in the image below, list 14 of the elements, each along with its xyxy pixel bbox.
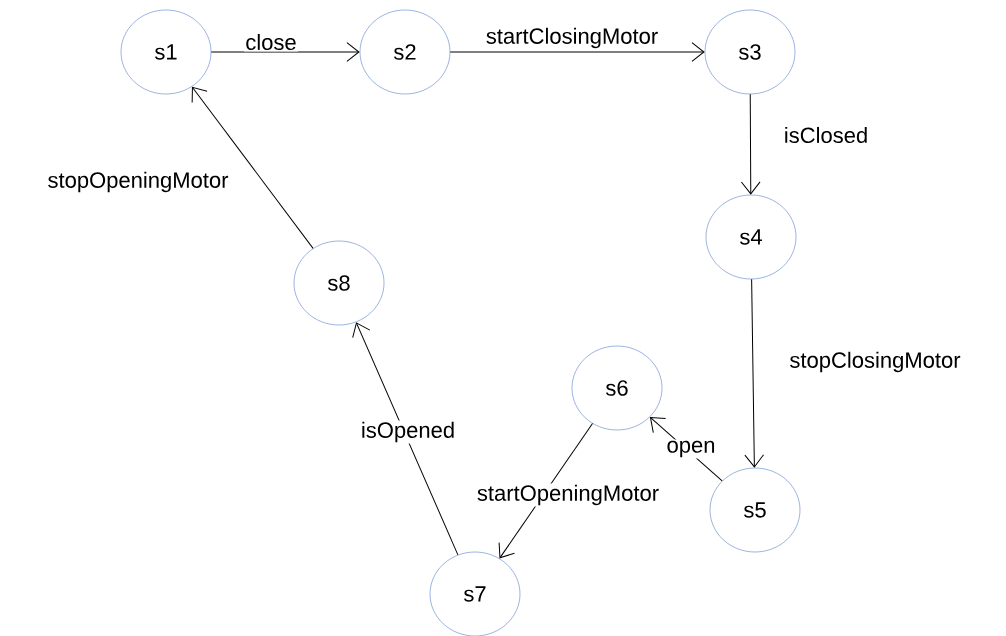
edge-label: close [244, 32, 298, 52]
arrow [744, 278, 765, 468]
edge-label: isOpened [359, 420, 457, 444]
arrow [352, 322, 459, 556]
arrow [210, 42, 360, 62]
edge-label: startOpeningMotor [475, 483, 661, 507]
arrow [191, 86, 314, 249]
arrow [449, 42, 705, 62]
edge-label: startClosingMotor [484, 26, 660, 50]
arrow [740, 93, 761, 195]
edge-label: isClosed [782, 125, 870, 145]
edge-label: stopClosingMotor [788, 350, 962, 374]
edge-label: stopOpeningMotor [46, 170, 230, 194]
edge-label: open [665, 439, 717, 459]
